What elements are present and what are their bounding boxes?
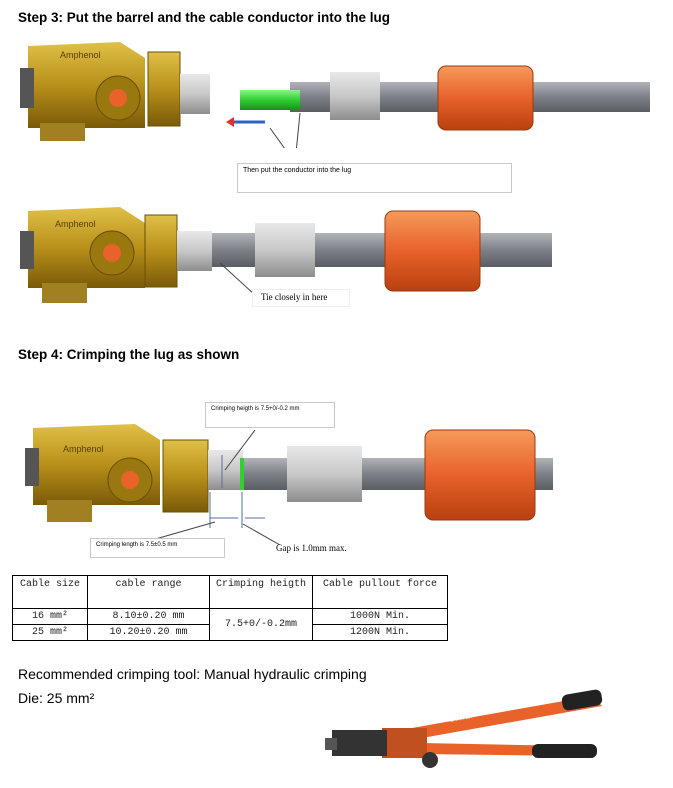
cell-size: 16 mm² <box>12 608 88 625</box>
table-row: 25 mm² 10.20±0.20 mm 1200N Min. <box>12 624 448 641</box>
crimping-figure: Amphenol <box>25 424 553 545</box>
recommended-tool-text: Recommended crimping tool: Manual hydrau… <box>18 666 367 682</box>
tie-figure: Amphenol <box>20 207 552 303</box>
header-crimping-height: Crimping heigth <box>209 575 313 609</box>
crimping-spec-table: Cable size cable range Crimping heigth C… <box>12 575 448 641</box>
header-cable-range: cable range <box>87 575 210 609</box>
callout-conductor: Then put the conductor into the lug <box>237 163 512 193</box>
lug-barrel-figure: Amphenol <box>20 42 650 148</box>
brand-logo: Amphenol <box>55 219 96 229</box>
brand-logo: Amphenol <box>60 50 101 60</box>
hydraulic-crimping-tool-image: CRIMPER <box>325 689 603 768</box>
cell-force: 1200N Min. <box>312 624 448 641</box>
cell-crimp-height: 7.5+0/-0.2mm <box>209 608 313 641</box>
step4-heading: Step 4: Crimping the lug as shown <box>18 347 240 362</box>
cell-range: 8.10±0.20 mm <box>87 608 210 625</box>
callout-crimp-length: Crimping length is 7.5±0.5 mm <box>90 538 225 558</box>
cell-range: 10.20±0.20 mm <box>87 624 210 641</box>
die-text: Die: 25 mm² <box>18 690 95 706</box>
step3-heading: Step 3: Put the barrel and the cable con… <box>18 10 391 25</box>
cable-assembly <box>226 65 650 148</box>
conductor <box>240 90 300 110</box>
callout-tie: Tie closely in here <box>252 289 350 307</box>
callout-crimp-height: Crimping heigth is 7.5+0/-0.2 mm <box>205 402 335 428</box>
tool-label: CRIMPER <box>449 714 473 724</box>
cell-force: 1000N Min. <box>312 608 448 625</box>
table-row: 16 mm² 8.10±0.20 mm 7.5+0/-0.2mm 1000N M… <box>12 608 448 641</box>
barrel <box>330 72 380 120</box>
header-pullout-force: Cable pullout force <box>312 575 448 609</box>
lug-connector: Amphenol <box>20 42 210 141</box>
callout-gap: Gap is 1.0mm max. <box>276 543 347 553</box>
orange-nut <box>437 65 534 131</box>
cell-size: 25 mm² <box>12 624 88 641</box>
header-cable-size: Cable size <box>12 575 88 609</box>
brand-logo: Amphenol <box>63 444 104 454</box>
